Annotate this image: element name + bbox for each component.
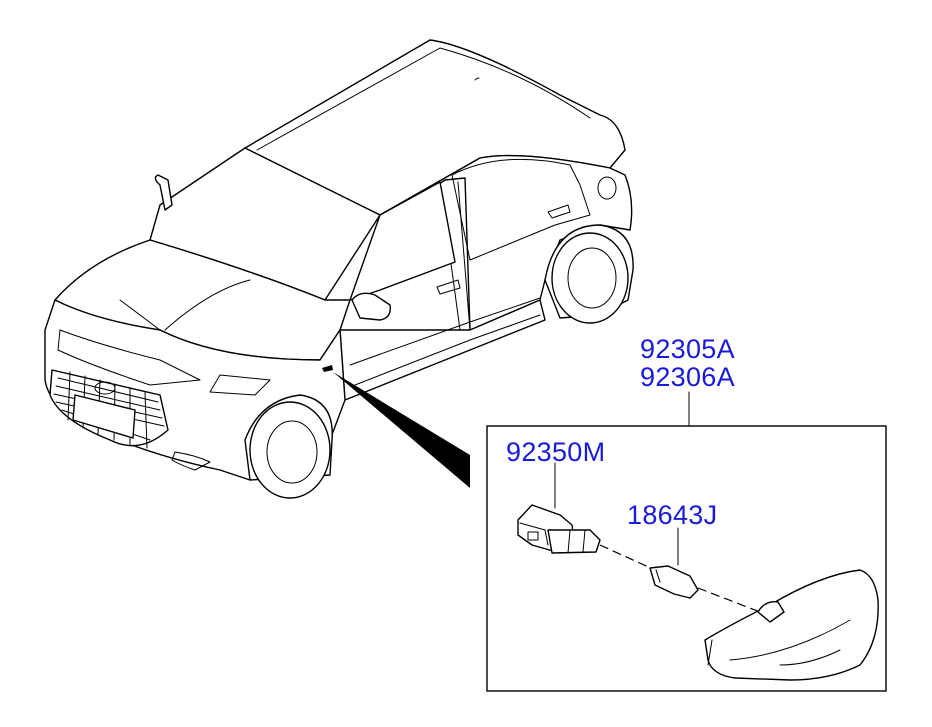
bulb-icon <box>649 565 699 599</box>
socket-icon <box>517 504 601 554</box>
callout-wedge <box>333 372 470 488</box>
part-number-18643j[interactable]: 18643J <box>627 500 718 530</box>
part-number-92305a[interactable]: 92305A <box>640 334 735 364</box>
side-repeater-lamp-icon <box>704 569 879 681</box>
part-number-92306a[interactable]: 92306A <box>640 362 735 392</box>
car-illustration <box>44 39 634 499</box>
part-number-92350m[interactable]: 92350M <box>506 437 606 467</box>
axis-line-2 <box>697 587 761 613</box>
axis-line <box>599 544 656 571</box>
